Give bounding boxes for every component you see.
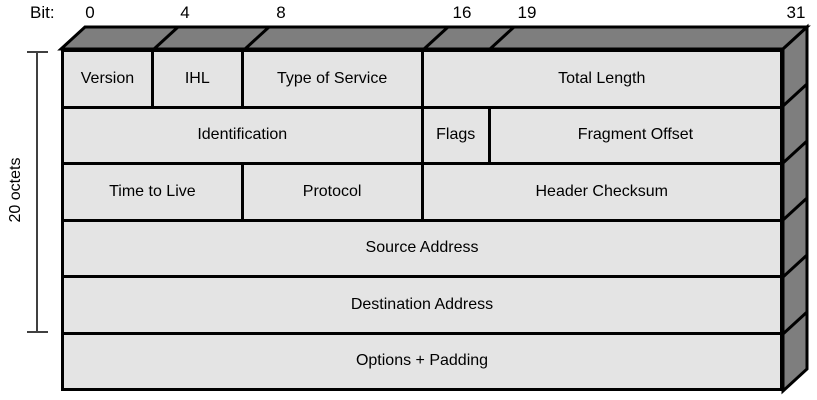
- field-protocol: Protocol: [243, 165, 421, 219]
- right-bevel-row3: [781, 196, 809, 222]
- field-fragment-offset: Fragment Offset: [490, 108, 780, 162]
- top-bevel-bit19: [488, 25, 516, 51]
- field-total-length: Total Length: [423, 52, 780, 106]
- top-bevel-bit16: [422, 25, 450, 51]
- field-header-checksum: Header Checksum: [423, 165, 780, 219]
- field-identification: Identification: [64, 108, 421, 162]
- bit-tick-4: 4: [180, 3, 190, 22]
- bit-tick-16: 16: [452, 3, 472, 22]
- top-bevel-bit8: [243, 25, 271, 51]
- field-type-of-service: Type of Service: [243, 52, 421, 106]
- right-bevel-row4: [781, 253, 809, 279]
- header-field-grid: Version IHL Type of Service Total Length…: [61, 49, 783, 391]
- right-bevel-row1: [781, 82, 809, 108]
- field-destination-address: Destination Address: [64, 278, 780, 332]
- bit-axis-label: Bit:: [30, 3, 55, 22]
- field-flags: Flags: [423, 108, 488, 162]
- field-options-padding: Options + Padding: [64, 334, 780, 388]
- field-version: Version: [64, 52, 151, 106]
- bit-tick-0: 0: [85, 3, 95, 22]
- octets-side-label: 20 octets: [7, 157, 24, 223]
- right-bevel-row5: [781, 310, 809, 336]
- top-bevel-bit4: [152, 25, 180, 51]
- bit-tick-8: 8: [276, 3, 286, 22]
- field-source-address: Source Address: [64, 221, 780, 275]
- right-bevel-row2: [781, 139, 809, 165]
- field-ihl: IHL: [153, 52, 241, 106]
- field-time-to-live: Time to Live: [64, 165, 241, 219]
- bit-tick-19: 19: [517, 3, 537, 22]
- bit-tick-31: 31: [786, 3, 806, 22]
